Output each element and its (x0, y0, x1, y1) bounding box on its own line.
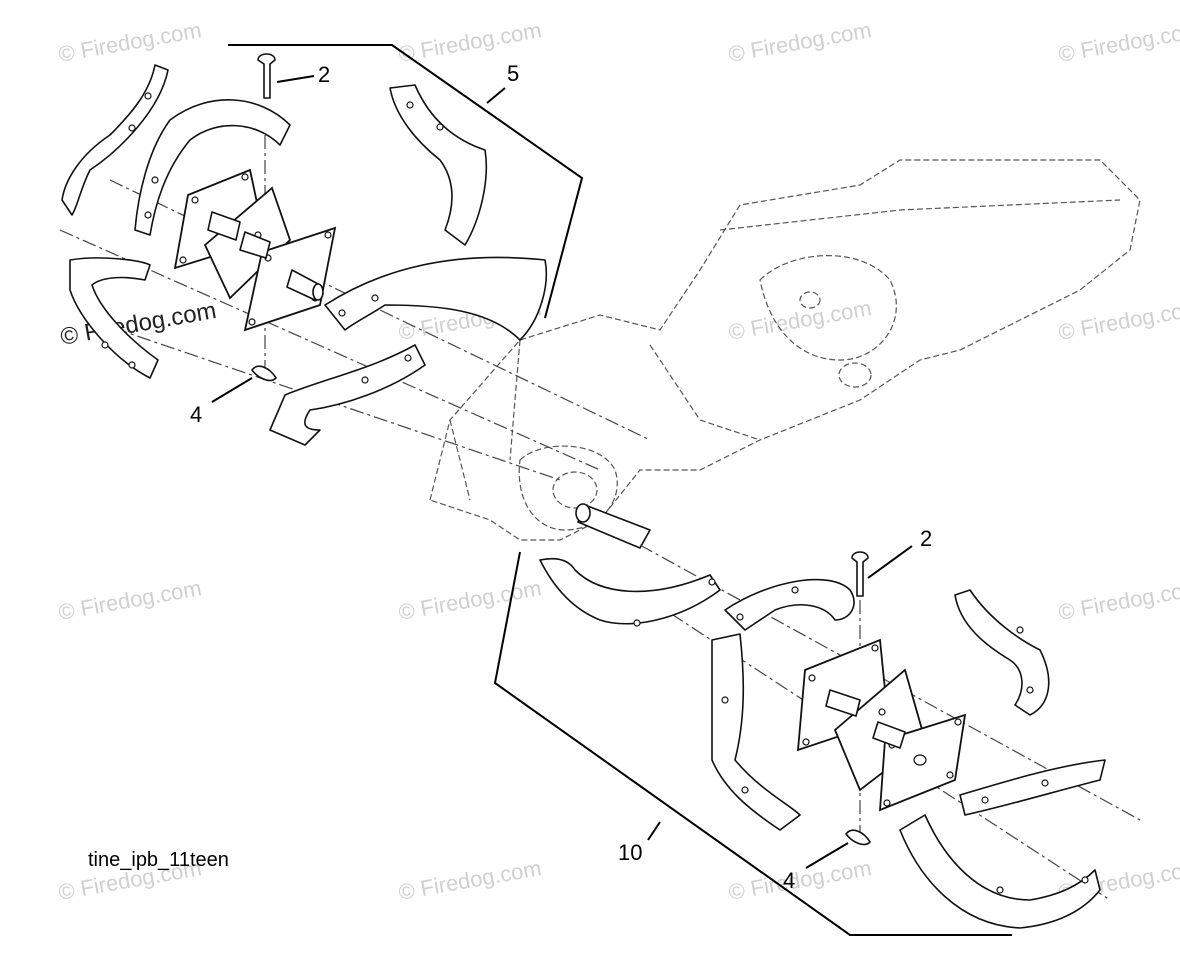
watermark: © Firedog.com (727, 17, 874, 67)
tine-blade (724, 578, 855, 631)
callouts: 2 5 4 2 10 4 (190, 61, 932, 893)
clevis-pin (851, 551, 869, 597)
hub-sleeve (825, 689, 861, 717)
watermark: © Firedog.com (397, 575, 544, 625)
callout-bottom-assembly: 10 (618, 840, 642, 865)
tine-blade (711, 633, 801, 831)
diagram-caption: tine_ipb_11teen (88, 849, 229, 871)
callout-bottom-pin: 2 (920, 526, 932, 551)
assembly-bracket-top (228, 44, 584, 319)
watermarks: © Firedog.com © Firedog.com © Firedog.co… (57, 17, 1180, 905)
callout-top-clip: 4 (190, 402, 202, 427)
watermark: © Firedog.com (1057, 575, 1180, 625)
tine-blade (134, 99, 291, 236)
callout-top-pin: 2 (318, 62, 330, 87)
watermark: © Firedog.com (727, 295, 874, 345)
callout-top-assembly: 5 (507, 61, 519, 86)
watermark: © Firedog.com (397, 855, 544, 905)
tine-blade (954, 589, 1050, 716)
assembly-bracket-bottom (493, 551, 1012, 936)
tine-blade (324, 256, 548, 341)
tine-blade (539, 557, 721, 625)
hub-sleeve (286, 269, 321, 301)
watermark: © Firedog.com (1057, 295, 1180, 345)
transmission-housing (429, 159, 1141, 541)
watermark: © Firedog.com (57, 17, 204, 67)
hub-sleeve (207, 211, 241, 241)
hub-sleeve (239, 231, 271, 259)
hair-pin-clip (251, 365, 277, 382)
hair-pin-clip (845, 829, 871, 846)
watermark: © Firedog.com (397, 17, 544, 67)
leader-lines (211, 44, 1012, 936)
watermark: © Firedog.com (1057, 17, 1180, 67)
hub-sleeve (872, 721, 906, 749)
watermark: © Firedog.com (57, 575, 204, 625)
tine-blade (959, 759, 1106, 816)
callout-bottom-clip: 4 (783, 868, 795, 893)
tine-blade (269, 344, 426, 446)
tine-blade (389, 84, 488, 246)
clevis-pin (257, 53, 276, 99)
bottom-tine-assembly (539, 551, 1106, 929)
axle-shaft (575, 503, 651, 549)
tine-blade (899, 814, 1101, 929)
top-tine-assembly (61, 53, 548, 446)
